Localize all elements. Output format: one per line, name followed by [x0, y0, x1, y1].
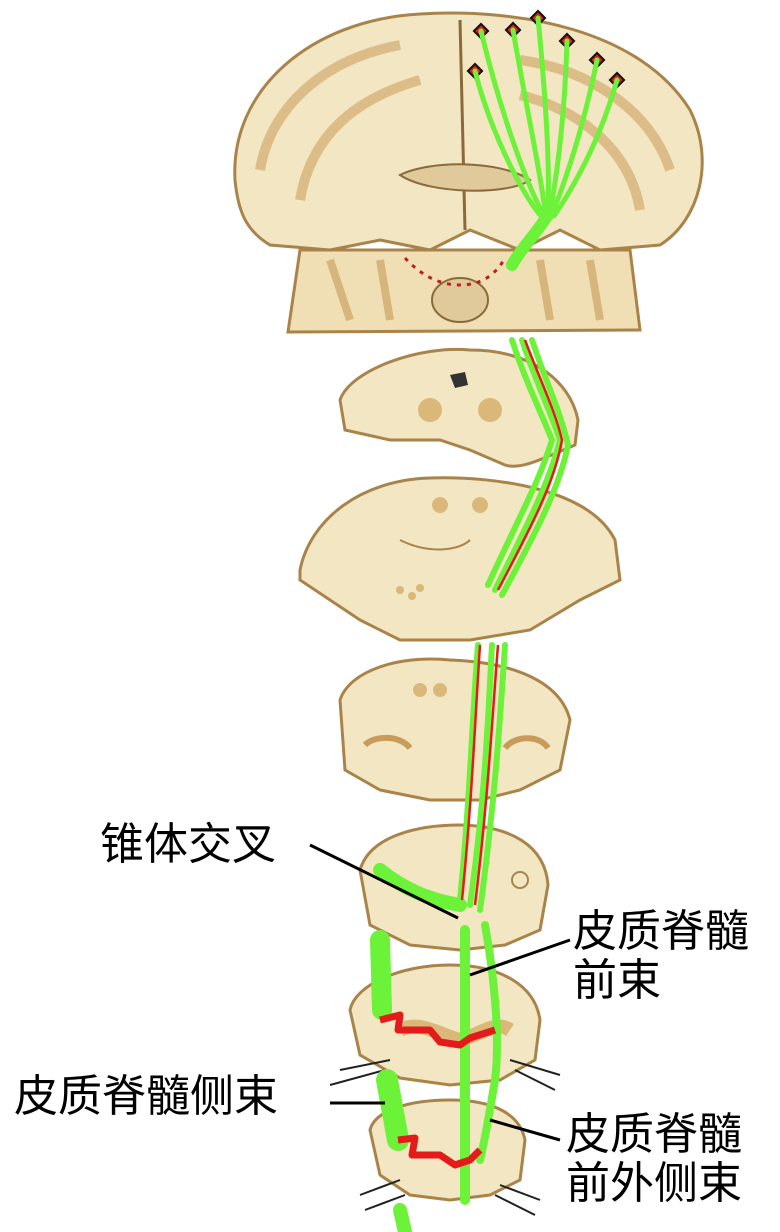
diencephalon-section: [288, 250, 640, 332]
pons-section: [300, 478, 620, 640]
label-anterior-line2: 前束: [573, 956, 749, 1005]
label-pyramidal-decussation-text: 锥体交叉: [100, 820, 276, 869]
label-pyramidal-decussation: 锥体交叉: [100, 820, 276, 869]
medulla-lower-section: [360, 825, 548, 950]
label-anterolateral-line1: 皮质脊髓: [566, 1110, 742, 1159]
label-anterolateral-line2: 前外侧束: [566, 1159, 742, 1208]
medulla-upper-section: [340, 659, 570, 800]
label-lateral-text: 皮质脊髓侧束: [14, 1072, 278, 1121]
spinal-cord-upper-section: [330, 965, 560, 1090]
label-anterior-line1: 皮质脊髓: [573, 907, 749, 956]
label-anterolateral-corticospinal-tract: 皮质脊髓 前外侧束: [566, 1110, 742, 1209]
label-lateral-corticospinal-tract: 皮质脊髓侧束: [14, 1072, 278, 1121]
cerebrum-section: [235, 13, 702, 250]
label-anterior-corticospinal-tract: 皮质脊髓 前束: [573, 907, 749, 1006]
